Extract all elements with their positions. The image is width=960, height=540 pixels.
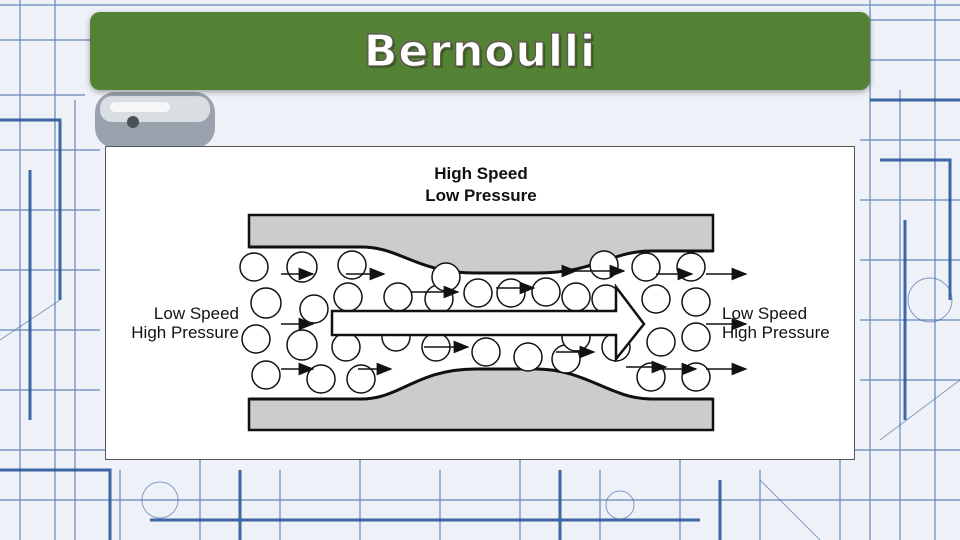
metal-ring-graphic bbox=[95, 92, 215, 148]
right-label-line1: Low Speed bbox=[722, 304, 807, 323]
top-label-line2: Low Pressure bbox=[425, 186, 537, 205]
title-bar: Bernoulli bbox=[90, 12, 870, 90]
top-label-line1: High Speed bbox=[434, 164, 528, 183]
right-label-line2: High Pressure bbox=[722, 323, 830, 342]
left-label-line2: High Pressure bbox=[131, 323, 239, 342]
left-label-line1: Low Speed bbox=[154, 304, 239, 323]
slide-title: Bernoulli bbox=[90, 12, 870, 90]
bernoulli-diagram: High Speed Low Pressure Low Speed High P… bbox=[105, 146, 855, 460]
